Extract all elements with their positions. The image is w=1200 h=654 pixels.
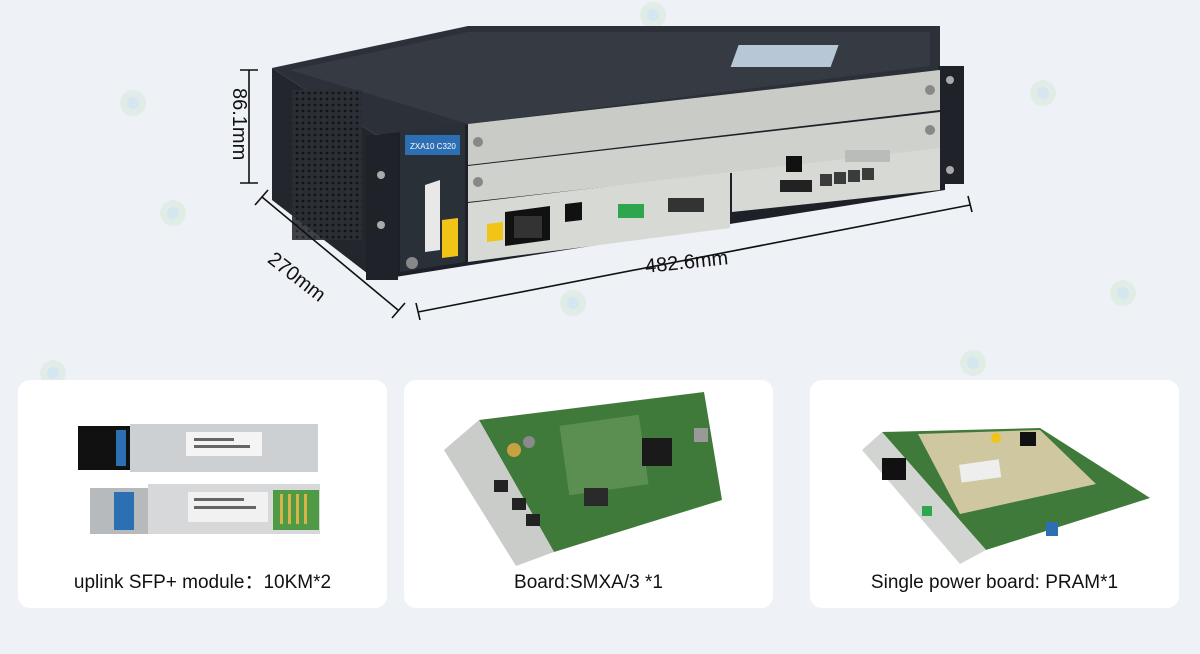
watermark-logo-icon — [160, 200, 186, 226]
smxa-board-image — [444, 392, 722, 566]
height-dimension-label: 86.1mm — [228, 88, 250, 161]
pram-board-card: Single power board: PRAM*1 — [810, 380, 1179, 608]
pram-board-image — [862, 428, 1150, 564]
sfp-module-card: uplink SFP+ module：10KM*2 — [18, 380, 387, 608]
smxa-board-caption: Board:SMXA/3 *1 — [514, 572, 663, 593]
watermark-logo-icon — [1030, 80, 1056, 106]
watermark-logo-icon — [960, 350, 986, 376]
pram-board-caption: Single power board: PRAM*1 — [870, 572, 1119, 593]
olt-chassis-image: ZXA10 C320 — [228, 26, 973, 321]
smxa-board-card: Board:SMXA/3 *1 — [404, 380, 773, 608]
watermark-logo-icon — [560, 290, 586, 316]
watermark-logo-icon — [120, 90, 146, 116]
chassis-model-label: ZXA10 C320 — [410, 142, 456, 151]
watermark-logo-icon — [640, 2, 666, 28]
sfp-module-caption: uplink SFP+ module：10KM*2 — [73, 572, 332, 593]
watermark-logo-icon — [1110, 280, 1136, 306]
sfp-module-image — [78, 424, 320, 534]
